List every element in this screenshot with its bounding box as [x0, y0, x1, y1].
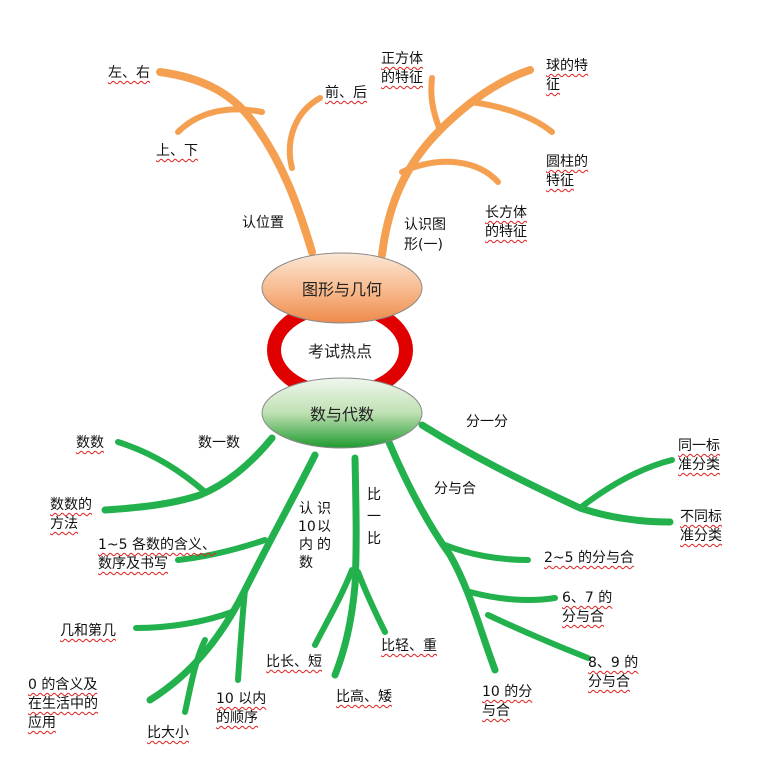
branch-compare — [331, 454, 360, 679]
center-label: 考试热点 — [282, 332, 398, 368]
split-6-7-2: 分与合 — [562, 609, 604, 625]
geometry-branches — [156, 66, 555, 259]
branch-shapes-label-1: 认识图 — [404, 217, 446, 233]
within10-ordinal: 几和第几 — [60, 623, 116, 639]
top-node-label: 图形与几何 — [262, 268, 422, 308]
within10-meaning-1: 1~5 各数的含义、 — [98, 537, 216, 553]
within10-zero-1: 0 的含义及 — [28, 677, 98, 693]
cube-label-2: 的特征 — [381, 70, 423, 86]
branch-count — [101, 434, 276, 514]
branch-split — [384, 436, 499, 674]
bottom-node-text: 数与代数 — [309, 405, 374, 424]
within10-zero-3: 应用 — [28, 715, 56, 731]
cuboid-label-1: 长方体 — [485, 205, 527, 221]
top-node-shape — [261, 252, 423, 324]
sphere-label-2: 征 — [546, 77, 560, 93]
branch-shapes-cube — [428, 75, 443, 133]
cylinder-label-1: 圆柱的 — [546, 154, 588, 170]
compare-height: 比高、矮 — [336, 689, 392, 705]
algebra-branches — [101, 421, 675, 715]
classify-diff-1: 不同标 — [680, 509, 722, 525]
split-6-7-1: 6、7 的 — [562, 590, 613, 606]
bottom-node-label: 数与代数 — [262, 393, 422, 433]
branch-shapes-cuboid — [399, 158, 501, 185]
cube-label-1: 正方体 — [381, 51, 423, 67]
position-up-down: 上、下 — [156, 143, 198, 159]
split-10-2: 与合 — [482, 703, 510, 719]
branch-count-label: 数一数 — [198, 435, 240, 451]
within10-col2: 识以的 — [317, 501, 331, 553]
cuboid-label-2: 的特征 — [485, 224, 527, 240]
classify-same-2: 准分类 — [678, 457, 720, 473]
within10-order-1: 10 以内 — [216, 691, 267, 707]
branch-shapes-label-2: 形(一) — [404, 237, 443, 253]
top-node-text: 图形与几何 — [301, 280, 382, 299]
classify-same-1: 同一标 — [678, 438, 720, 454]
branch-within10-d — [235, 587, 248, 683]
sphere-label-1: 球的特 — [546, 58, 588, 74]
center-text: 考试热点 — [307, 342, 372, 361]
count-method-1: 数数的 — [50, 497, 92, 513]
within10-col1: 认10内数 — [298, 501, 316, 571]
compare-weight: 比轻、重 — [381, 638, 437, 654]
branch-position-down — [175, 106, 265, 135]
branch-position-label: 认位置 — [242, 215, 284, 231]
count-method-2: 方法 — [50, 516, 78, 532]
branch-shapes-cylinder — [467, 99, 555, 135]
cylinder-label-2: 特征 — [546, 173, 574, 189]
branch-classify — [418, 421, 674, 526]
branch-compare-label: 比一比 — [367, 487, 381, 547]
compare-length: 比长、短 — [266, 654, 322, 670]
branch-split-b — [467, 589, 558, 603]
branch-split-c — [485, 612, 591, 661]
within10-order-2: 的顺序 — [216, 710, 258, 726]
classify-diff-2: 准分类 — [680, 528, 722, 544]
within10-meaning-2: 数序及书写 — [98, 556, 168, 572]
split-8-9-1: 8、9 的 — [588, 655, 639, 671]
branch-classify-sub — [577, 457, 675, 511]
within10-compare-size: 比大小 — [147, 725, 189, 741]
branch-position-front — [286, 95, 323, 171]
branch-count-sub — [115, 439, 208, 495]
position-front-back: 前、后 — [325, 85, 367, 101]
count-numbers: 数数 — [76, 435, 104, 451]
branch-split-label: 分与合 — [434, 481, 476, 497]
branch-position — [156, 68, 316, 256]
bottom-node-shape — [261, 377, 423, 449]
branch-split-a — [442, 542, 531, 563]
within10-zero-2: 在生活中的 — [28, 696, 98, 712]
position-left-right: 左、右 — [108, 65, 150, 81]
branch-within10-a — [175, 537, 268, 563]
branch-within10-c — [182, 637, 208, 715]
branch-compare-b — [355, 569, 388, 635]
split-8-9-2: 分与合 — [588, 674, 630, 690]
branch-classify-label: 分一分 — [466, 414, 508, 430]
branch-within10-b — [133, 609, 235, 631]
split-10-1: 10 的分 — [482, 684, 533, 700]
split-2-5: 2~5 的分与合 — [544, 550, 634, 566]
branch-compare-a — [312, 567, 355, 648]
